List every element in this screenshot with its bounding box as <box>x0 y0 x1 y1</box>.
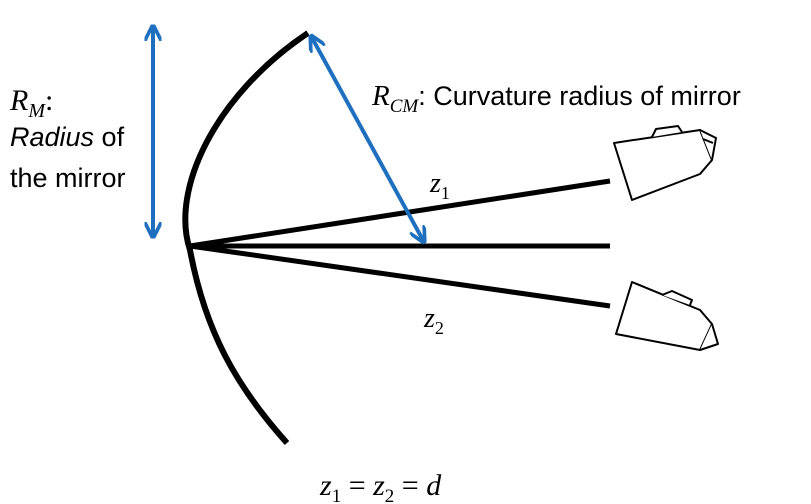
z2-label: z2 <box>423 303 444 338</box>
rm-description-line2: Radius of <box>10 122 125 152</box>
rcm-label: RCM: Curvature radius of mirror <box>371 80 741 117</box>
camera-top-icon <box>613 125 717 201</box>
distance-equation: z1 = z2 = d <box>319 469 442 504</box>
rm-label: RM: <box>9 84 53 122</box>
mirror-arc <box>182 30 310 446</box>
ray-z2-line <box>189 243 611 309</box>
camera-bottom-icon <box>615 281 719 351</box>
curvature-radius-double-arrow-icon <box>311 36 424 242</box>
ray-z1-line <box>189 178 611 249</box>
z1-label: z1 <box>429 168 450 203</box>
rm-description-line3: the mirror <box>10 163 126 193</box>
